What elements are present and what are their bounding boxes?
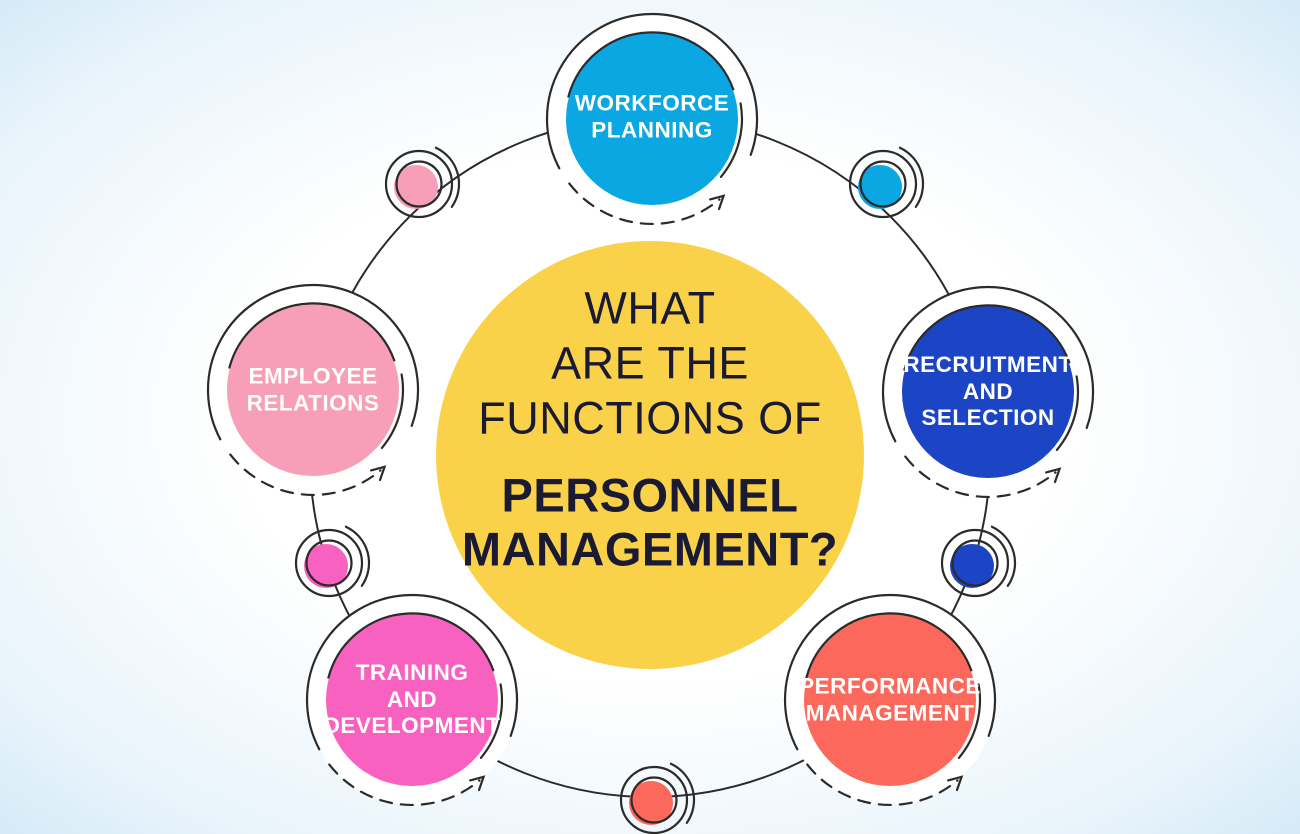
node-ring-dashed-arc — [328, 763, 481, 807]
node-echo-arc — [957, 683, 982, 759]
node-echo-arc — [380, 373, 405, 449]
node-ring-arrow — [1045, 467, 1062, 484]
node-ring-arrow — [947, 775, 964, 792]
node-performance-management — [783, 593, 997, 807]
node-echo-arc — [719, 102, 744, 178]
node-fill — [566, 33, 738, 205]
node-recruitment-and-selection — [881, 285, 1095, 499]
dot-ring — [384, 149, 454, 219]
dot-echo-arc — [669, 762, 696, 824]
dot-fill — [629, 781, 673, 825]
dot-outline — [395, 160, 443, 208]
node-training-and-development — [305, 593, 519, 807]
dot-echo-arc — [344, 525, 371, 587]
node-ring-dashed-arc — [904, 455, 1057, 499]
dot-echo-arc — [898, 146, 925, 208]
node-ring-dashed-arc — [229, 453, 382, 497]
node-ring-arrow — [709, 194, 726, 211]
node-fill — [804, 614, 976, 786]
dot-ring — [294, 528, 364, 598]
node-ring-solid-arc — [545, 12, 759, 170]
node-ring-dashed-arc — [568, 182, 721, 226]
dot-outline — [859, 160, 907, 208]
node-employee-relations — [206, 283, 420, 497]
center-circle — [436, 241, 864, 669]
node-ring-arrow — [469, 775, 486, 792]
node-echo-arc — [1055, 375, 1080, 451]
connector-dot-recruitment-and-selection — [940, 525, 1017, 598]
dot-echo-arc — [990, 525, 1017, 587]
connector-dot-performance-management — [619, 762, 696, 834]
node-workforce-planning — [545, 12, 759, 226]
dot-outline — [305, 539, 353, 587]
node-fill-edge — [567, 31, 735, 98]
dot-fill — [858, 165, 902, 209]
dot-fill — [950, 544, 994, 588]
dot-ring — [619, 765, 689, 834]
dot-fill — [394, 165, 438, 209]
node-fill-edge — [327, 612, 495, 679]
dot-ring — [940, 528, 1010, 598]
dot-outline — [951, 539, 999, 587]
connector-dot-training-and-development — [294, 525, 371, 598]
dot-outline — [630, 776, 678, 824]
connector-dot-employee-relations — [384, 146, 461, 219]
node-fill-edge — [903, 304, 1071, 371]
node-ring-solid-arc — [206, 283, 420, 441]
node-ring-dashed-arc — [806, 763, 959, 807]
node-fill — [902, 306, 1074, 478]
dot-echo-arc — [434, 146, 461, 208]
connector-dot-workforce-planning — [848, 146, 925, 219]
node-fill — [326, 614, 498, 786]
dot-ring — [848, 149, 918, 219]
node-echo-arc — [479, 683, 504, 759]
node-fill — [227, 304, 399, 476]
node-ring-solid-arc — [783, 593, 997, 751]
node-fill-edge — [805, 612, 973, 679]
dot-fill — [304, 544, 348, 588]
node-ring-solid-arc — [881, 285, 1095, 443]
node-ring-arrow — [370, 465, 387, 482]
node-fill-edge — [228, 302, 396, 369]
node-ring-solid-arc — [305, 593, 519, 751]
